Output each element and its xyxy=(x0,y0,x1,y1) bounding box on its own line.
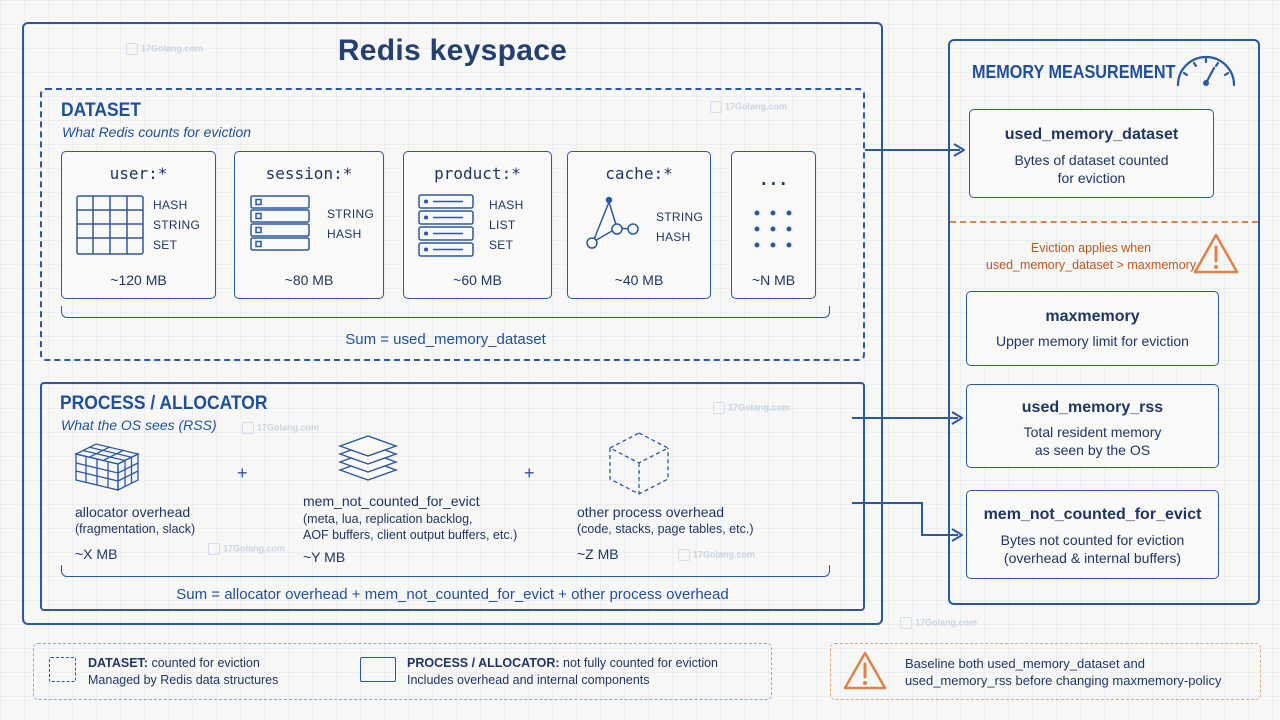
measurement-title: MEMORY MEASUREMENT xyxy=(972,62,1176,82)
component-desc: (code, stacks, page tables, etc.) xyxy=(577,522,754,536)
card-key-pattern: session:* xyxy=(265,164,353,183)
component-desc: (meta, lua, replication backlog, AOF buf… xyxy=(303,512,518,542)
metric-card-mem-not-counted: mem_not_counted_for_evict Bytes not coun… xyxy=(966,490,1219,579)
gauge-icon xyxy=(1176,55,1236,87)
dots-grid-icon xyxy=(754,210,792,248)
data-type-label: STRING xyxy=(153,218,201,232)
data-type-label: HASH xyxy=(327,227,362,241)
dataset-sum-brace xyxy=(61,306,830,318)
metric-desc: Bytes not counted for eviction (overhead… xyxy=(1000,532,1185,566)
card-size: ~N MB xyxy=(751,272,796,288)
component-size: ~Y MB xyxy=(303,549,346,565)
watermark: 17Golang.com xyxy=(208,543,285,555)
node-graph-icon xyxy=(586,196,639,249)
metric-card-used-memory-rss: used_memory_rss Total resident memory as… xyxy=(966,384,1219,468)
metric-title: maxmemory xyxy=(1045,308,1140,325)
dataset-legend-swatch xyxy=(49,657,76,682)
metric-title: used_memory_rss xyxy=(1021,399,1164,416)
watermark-icon xyxy=(242,422,254,434)
card-size: ~120 MB xyxy=(110,272,167,288)
dataset-sum: Sum = used_memory_dataset xyxy=(345,331,546,348)
legend xyxy=(33,643,772,700)
keyspace-card-user: user:* HASH STRING SET ~120 MB xyxy=(61,151,216,299)
watermark-icon xyxy=(126,43,138,55)
data-type-label: HASH xyxy=(656,230,691,244)
baseline-text: Baseline both used_memory_dataset and us… xyxy=(905,656,1222,688)
process-title: PROCESS / ALLOCATOR xyxy=(60,393,268,414)
process-legend-text: PROCESS / ALLOCATOR: not fully counted f… xyxy=(407,656,718,687)
watermark: 17Golang.com xyxy=(126,43,203,55)
process-subtitle: What the OS sees (RSS) xyxy=(61,417,217,433)
data-type-label: HASH xyxy=(489,198,524,212)
watermark-icon xyxy=(900,617,912,629)
data-type-label: LIST xyxy=(489,218,516,232)
metric-desc: Total resident memory as seen by the OS xyxy=(1023,424,1162,458)
dataset-section xyxy=(40,88,865,361)
eviction-rule: Eviction applies when used_memory_datase… xyxy=(985,241,1197,272)
component-title: other process overhead xyxy=(577,504,725,520)
component-title: allocator overhead xyxy=(75,504,191,520)
keyspace-card-more: ... ~N MB xyxy=(731,151,816,299)
data-type-label: SET xyxy=(489,238,514,252)
card-size: ~60 MB xyxy=(453,272,502,288)
card-key-pattern: cache:* xyxy=(605,164,673,183)
plus-sign: + xyxy=(237,463,248,483)
metric-title: mem_not_counted_for_evict xyxy=(983,506,1202,523)
process-sum-brace xyxy=(61,565,830,577)
metric-title: used_memory_dataset xyxy=(1004,126,1179,143)
watermark-icon xyxy=(713,402,725,414)
watermark: 17Golang.com xyxy=(678,549,755,561)
dataset-subtitle: What Redis counts for eviction xyxy=(62,124,252,140)
keyspace-panel xyxy=(22,22,883,625)
diagram-title: Redis keyspace xyxy=(337,34,568,67)
data-type-label: HASH xyxy=(153,198,188,212)
dataset-title: DATASET xyxy=(61,100,141,121)
watermark: 17Golang.com xyxy=(713,402,790,414)
process-sum: Sum = allocator overhead + mem_not_count… xyxy=(176,586,729,603)
memory-measurement-panel xyxy=(948,39,1260,605)
card-key-pattern: user:* xyxy=(109,164,168,183)
dashed-cube-icon xyxy=(608,432,670,495)
process-section xyxy=(40,382,865,611)
watermark-icon xyxy=(678,549,690,561)
card-key-pattern: ... xyxy=(759,170,788,189)
watermark-icon xyxy=(710,101,722,113)
data-type-label: SET xyxy=(153,238,178,252)
watermark-icon xyxy=(208,543,220,555)
eviction-divider xyxy=(950,221,1258,223)
plus-sign: + xyxy=(524,463,535,483)
warning-icon xyxy=(843,651,887,690)
keyspace-card-session: session:* STRING HASH ~80 MB xyxy=(234,151,384,299)
watermark: 17Golang.com xyxy=(710,101,787,113)
component-size: ~Z MB xyxy=(577,546,619,562)
dataset-legend-text: DATASET: counted for eviction Managed by… xyxy=(88,656,279,687)
layers-stack-icon xyxy=(337,435,399,481)
card-key-pattern: product:* xyxy=(434,164,521,183)
record-list-icon xyxy=(250,195,310,251)
watermark: 17Golang.com xyxy=(242,422,319,434)
keyspace-card-product: product:* HASH LIST SET ~60 MB xyxy=(403,151,552,299)
metric-desc: Upper memory limit for eviction xyxy=(996,333,1189,349)
metric-card-used-memory-dataset: used_memory_dataset Bytes of dataset cou… xyxy=(969,109,1214,198)
card-size: ~40 MB xyxy=(614,272,664,288)
data-type-label: STRING xyxy=(327,207,375,221)
baseline-note xyxy=(830,643,1261,700)
card-size: ~80 MB xyxy=(284,272,334,288)
component-desc: (fragmentation, slack) xyxy=(75,522,196,536)
process-legend-swatch xyxy=(360,657,396,682)
table-grid-icon xyxy=(76,195,144,255)
component-size: ~X MB xyxy=(75,546,118,562)
warning-icon xyxy=(1193,233,1239,274)
server-stack-icon xyxy=(418,194,474,257)
data-type-label: STRING xyxy=(656,210,704,224)
cube-grid-icon xyxy=(74,443,140,492)
component-title: mem_not_counted_for_evict xyxy=(303,493,480,509)
metric-card-maxmemory: maxmemory Upper memory limit for evictio… xyxy=(966,291,1219,366)
keyspace-card-cache: cache:* STRING HASH ~40 MB xyxy=(567,151,711,299)
watermark: 17Golang.com xyxy=(900,617,977,629)
metric-desc: Bytes of dataset counted for eviction xyxy=(1014,152,1169,186)
